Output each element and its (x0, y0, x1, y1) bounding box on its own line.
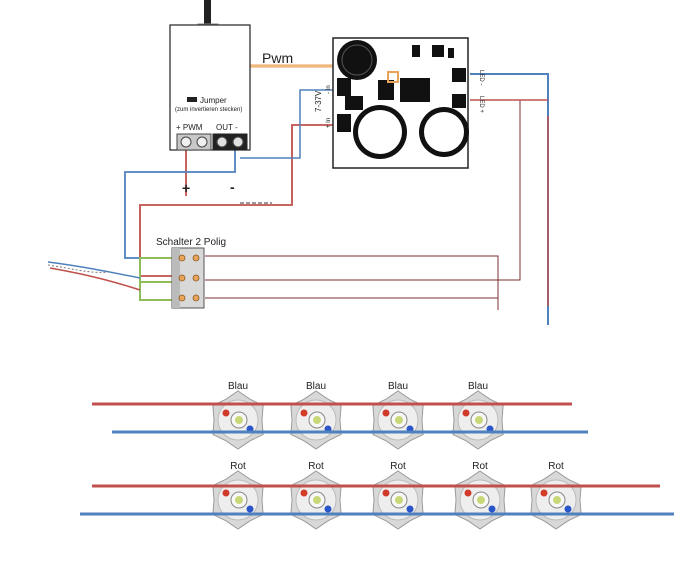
driver-component (412, 45, 420, 57)
led-chip (235, 416, 243, 424)
antenna (204, 0, 211, 26)
jumper-icon (187, 97, 197, 102)
led-plus-terminal (382, 489, 390, 497)
driver-led-plus: LED + (478, 96, 484, 113)
jumper-label: Jumper (200, 96, 227, 105)
led-color-label: Rot (472, 461, 488, 472)
switch-pin (178, 254, 186, 262)
switch-label: Schalter 2 Polig (156, 237, 226, 248)
switch-housing-shade (172, 248, 180, 308)
driver-pad (337, 78, 351, 96)
driver-component (345, 96, 363, 110)
led-color-label: Rot (230, 461, 246, 472)
switch-out-wire-3 (205, 297, 499, 310)
led-plus-terminal (464, 489, 472, 497)
led-color-label: Blau (228, 381, 248, 392)
driver-pad (452, 94, 466, 108)
led-minus-terminal (324, 505, 332, 513)
polarity-minus: - (230, 179, 235, 195)
battery-lead-red (49, 267, 141, 291)
driver-minus-blue-wire (240, 89, 342, 159)
led-minus-terminal (246, 505, 254, 513)
led-chip (235, 496, 243, 504)
out-terminal-screw (216, 136, 228, 148)
switch-green-wire (139, 257, 178, 301)
jumper-note: (zum invertieren stecken) (175, 107, 242, 113)
led-chip (475, 416, 483, 424)
switch-pin (192, 254, 200, 262)
led-color-label: Rot (308, 461, 324, 472)
led-chip (553, 496, 561, 504)
led-plus-terminal (300, 489, 308, 497)
led-color-label: Rot (390, 461, 406, 472)
out-terminal-screw (232, 136, 244, 148)
led-color-label: Blau (306, 381, 326, 392)
driver-capacitor-right-core (424, 112, 464, 152)
led-color-label: Rot (548, 461, 564, 472)
battery-lead-blue (47, 261, 141, 279)
pwm-terminal-screw (196, 136, 208, 148)
driver-pad (452, 68, 466, 82)
driver-component (378, 80, 394, 100)
driver-capacitor-top (337, 40, 377, 80)
driver-pin-voltage: 7-37V (314, 90, 323, 112)
driver-component (448, 48, 454, 58)
switch-out-wire-1 (205, 255, 499, 278)
driver-ic-chip (400, 78, 430, 102)
led-chip (477, 496, 485, 504)
driver-component (432, 45, 444, 57)
driver-capacitor-top-ring (341, 44, 373, 76)
switch-pin (192, 294, 200, 302)
led-plus-terminal (540, 489, 548, 497)
switch-pin (178, 294, 186, 302)
led-color-label: Blau (468, 381, 488, 392)
led-plus-terminal (222, 489, 230, 497)
led-chip (395, 416, 403, 424)
led-color-label: Blau (388, 381, 408, 392)
pwm-terminal-screw (180, 136, 192, 148)
driver-pad (337, 114, 351, 132)
led-chip (313, 416, 321, 424)
led-plus-terminal (382, 409, 390, 417)
led-plus-terminal (462, 409, 470, 417)
out-minus-label: OUT - (216, 123, 238, 132)
switch-pins (178, 254, 200, 302)
led-chip (395, 496, 403, 504)
battery-lead-gray (47, 264, 109, 273)
switch-pin (178, 274, 186, 282)
led-plus-terminal (222, 409, 230, 417)
receiver-box (169, 24, 251, 151)
pwm-label: Pwm (262, 50, 293, 66)
driver-pin-in-plus: + In (326, 118, 332, 128)
plus-pwm-label: + PWM (176, 123, 203, 132)
led-minus-terminal (488, 505, 496, 513)
led-minus-terminal (406, 505, 414, 513)
led-minus-terminal (564, 505, 572, 513)
led-plus-terminal (300, 409, 308, 417)
driver-inductor-core (358, 110, 402, 154)
polarity-plus: + (182, 180, 190, 196)
driver-led-minus: LED - (478, 70, 484, 85)
led-chip (313, 496, 321, 504)
driver-pin-in-minus: - In (326, 85, 332, 94)
switch-pin (192, 274, 200, 282)
pwm-input-pad (387, 71, 399, 83)
